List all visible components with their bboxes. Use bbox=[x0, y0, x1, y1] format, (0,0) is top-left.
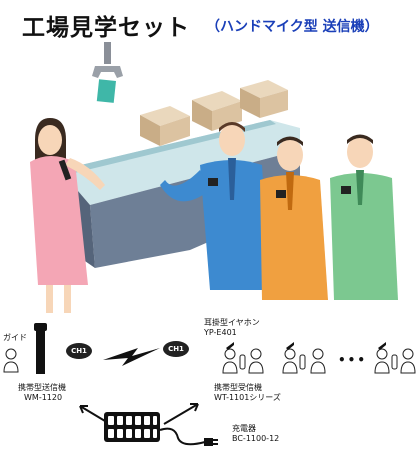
cardboard-box bbox=[140, 106, 190, 146]
visitor-orange bbox=[260, 136, 328, 300]
earphone-name: 耳掛型イヤホン bbox=[204, 318, 260, 327]
page-subtitle: （ハンドマイク型 送信機） bbox=[206, 19, 379, 35]
charger-model: BC-1100-12 bbox=[232, 434, 280, 443]
arrow-right-icon bbox=[163, 403, 199, 425]
page-title: 工場見学セット bbox=[22, 15, 190, 41]
radio-signal-icon bbox=[103, 348, 160, 366]
earphone-receiver-group bbox=[222, 348, 416, 374]
guide-figure-icon bbox=[3, 348, 19, 373]
transmitter-model: WM-1120 bbox=[24, 393, 63, 402]
cardboard-box bbox=[240, 80, 288, 118]
receiver-name: 携帯型受信機 bbox=[214, 383, 262, 392]
channel-badge-left: CH1 bbox=[66, 343, 92, 359]
guide-person bbox=[30, 118, 105, 313]
crane-claw-icon bbox=[92, 42, 123, 103]
channel-badge-right: CH1 bbox=[163, 341, 189, 357]
charger-icon bbox=[104, 412, 218, 446]
charger-name: 充電器 bbox=[232, 424, 256, 433]
transmitter-name: 携帯型送信機 bbox=[18, 383, 66, 392]
ellipsis: ••• bbox=[338, 353, 368, 367]
handheld-microphone-icon bbox=[34, 323, 47, 374]
visitor-blue bbox=[160, 122, 270, 290]
visitor-green bbox=[330, 134, 398, 300]
earphone-model: YP-E401 bbox=[204, 328, 237, 337]
earphone-icon bbox=[226, 342, 386, 350]
receiver-model: WT-1101シリーズ bbox=[214, 393, 281, 402]
guide-label: ガイド bbox=[3, 333, 27, 342]
